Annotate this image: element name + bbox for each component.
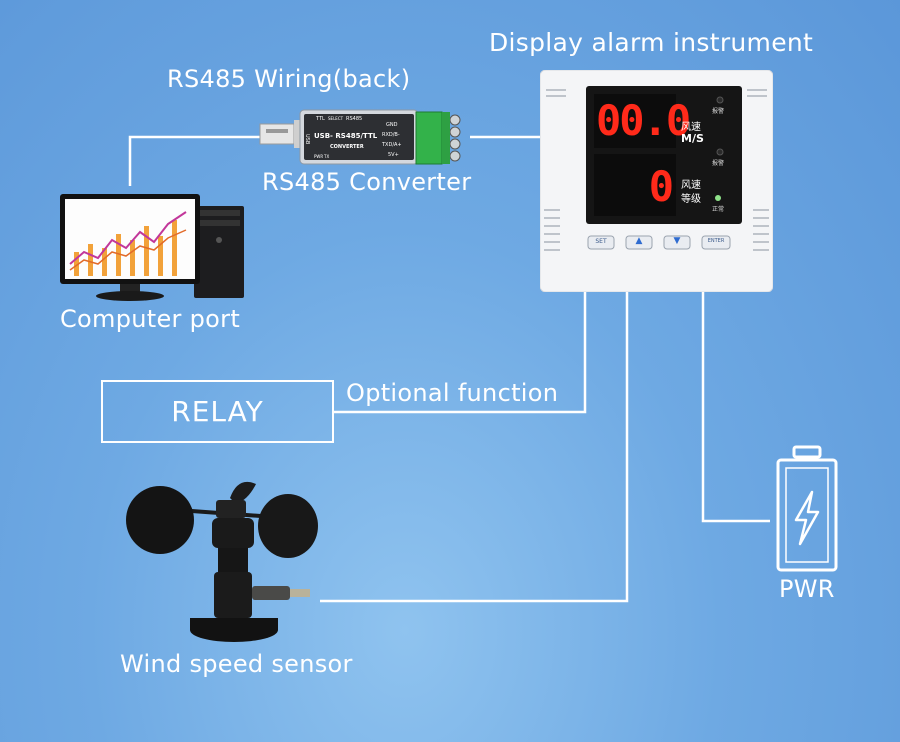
svg-text:TX: TX <box>323 154 329 159</box>
sensor-label: Wind speed sensor <box>120 650 353 678</box>
svg-text:GND: GND <box>386 122 398 128</box>
top-unit-cn: 风速 <box>681 122 701 133</box>
wire-instrument-sensor <box>320 292 629 603</box>
bottom-unit-cn: 风速 <box>681 180 701 191</box>
normal-label: 正常 <box>712 206 725 213</box>
svg-text:RXD/B-: RXD/B- <box>382 132 400 138</box>
svg-text:CONVERTER: CONVERTER <box>330 144 364 150</box>
anemometer-icon <box>126 481 318 642</box>
enter-button: ENTER <box>707 238 725 244</box>
alarm2-label: 报警 <box>712 160 725 167</box>
top-unit: M/S <box>681 132 704 145</box>
svg-text:RS485: RS485 <box>346 116 362 122</box>
relay-box: RELAY <box>101 380 334 443</box>
top-display-value: 00.0 <box>596 96 691 145</box>
optional-function-label: Optional function <box>346 379 559 407</box>
set-button: SET <box>595 238 607 245</box>
wiring-title: RS485 Wiring(back) <box>167 65 411 93</box>
svg-text:USB: USB <box>304 134 310 145</box>
svg-text:PWR: PWR <box>314 154 323 159</box>
instrument-title: Display alarm instrument <box>489 28 814 57</box>
wire-computer-usb <box>128 135 262 186</box>
svg-text:USB- RS485/TTL: USB- RS485/TTL <box>314 132 378 140</box>
rs485-converter: TTL SELECT RS485 USB USB- RS485/TTL CONV… <box>259 109 461 165</box>
up-button: ▲ <box>635 236 643 246</box>
power-label: PWR <box>779 575 835 603</box>
svg-text:TXD/A+: TXD/A+ <box>381 142 402 148</box>
computer-label: Computer port <box>60 305 241 333</box>
instrument-buttons <box>587 235 731 250</box>
converter-label: RS485 Converter <box>262 168 472 196</box>
battery-icon <box>776 445 838 572</box>
svg-text:SELECT: SELECT <box>328 116 344 121</box>
svg-text:5V+: 5V+ <box>388 152 399 158</box>
svg-text:TTL: TTL <box>315 116 325 122</box>
bottom-unit-cn2: 等级 <box>681 194 701 205</box>
alarm1-label: 报警 <box>712 108 725 115</box>
bottom-display-value: 0 <box>648 162 674 211</box>
down-button: ▼ <box>673 236 681 246</box>
wire-instrument-power <box>701 292 770 523</box>
wire-instrument-relay <box>334 292 587 414</box>
computer-icon <box>60 194 244 301</box>
display-alarm-instrument: 00.0 0 风速 M/S 风速 等级 报警 报警 正常 SET ▲ ▼ ENT… <box>539 69 774 293</box>
lightning-bolt-icon <box>794 490 820 546</box>
